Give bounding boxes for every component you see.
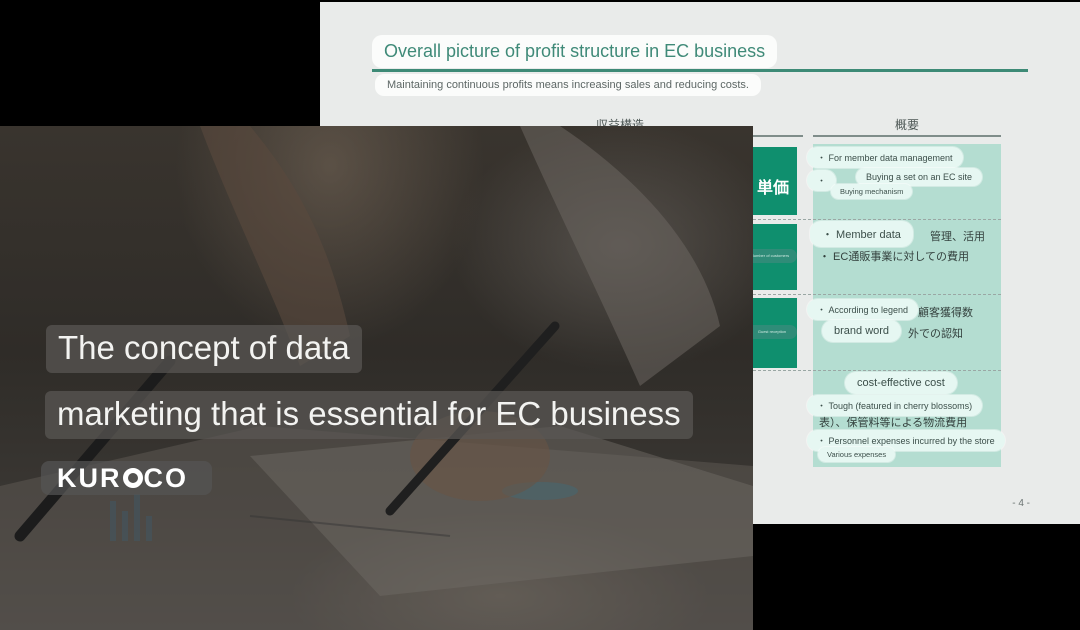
caption-pill: ・ (807, 170, 837, 191)
row-divider (753, 370, 1001, 371)
summary-text: 外での認知 (908, 328, 963, 340)
mini-label-reception: Guest reception (747, 325, 797, 339)
pen (14, 355, 176, 542)
arm-shape (520, 126, 720, 386)
column-rule-right (813, 135, 1001, 137)
caption-pill: ・ For member data management (807, 147, 963, 168)
row-divider (753, 294, 1001, 295)
caption-pill: brand word (822, 320, 902, 342)
logo-text: KUR (57, 463, 122, 493)
summary-text: 表）、保管料等による物流費用 (819, 417, 968, 429)
headline-line-2: marketing that is essential for EC busin… (45, 391, 693, 439)
background-photo (0, 126, 753, 630)
column-rule-left (753, 135, 803, 137)
caption-pill: ・ Member data (810, 221, 913, 247)
title-divider (372, 69, 1028, 72)
structure-block-label: 単価 (757, 180, 790, 197)
column-header-right: 概要 (894, 118, 919, 132)
slide-title: Overall picture of profit structure in E… (372, 35, 778, 68)
slide-subtitle: Maintaining continuous profits means inc… (375, 74, 761, 96)
logo-text: C (143, 463, 165, 493)
kuroco-logo: KUR CO (41, 461, 212, 495)
logo-ring-icon (122, 468, 143, 488)
headline-line-1: The concept of data (46, 325, 362, 373)
caption-pill: cost-effective cost (845, 372, 957, 394)
caption-pill: Buying mechanism (831, 184, 913, 199)
arm-shape (200, 126, 350, 366)
mini-label-customers: Number of customers (743, 249, 797, 263)
paper-sheet (250, 426, 753, 596)
caption-pill: Various expenses (818, 447, 896, 462)
row-divider (753, 219, 1001, 220)
page-number: - 4 - (1012, 498, 1030, 509)
caption-pill: ・ According to legend (807, 299, 919, 320)
structure-block-price (753, 147, 797, 215)
logo-text: O (165, 463, 189, 493)
thumbnail-card: The concept of data marketing that is es… (0, 126, 753, 630)
summary-text: 顧客獲得数 (918, 307, 973, 319)
caption-pill: Buying a set on an EC site (856, 168, 983, 186)
summary-text: ・ EC通販事業に対しての費用 (819, 251, 970, 263)
caption-pill: ・ Personnel expenses incurred by the sto… (807, 430, 1005, 451)
caption-pill: ・ Tough (featured in cherry blossoms) (807, 395, 983, 416)
summary-text: 管理、活用 (930, 231, 985, 243)
